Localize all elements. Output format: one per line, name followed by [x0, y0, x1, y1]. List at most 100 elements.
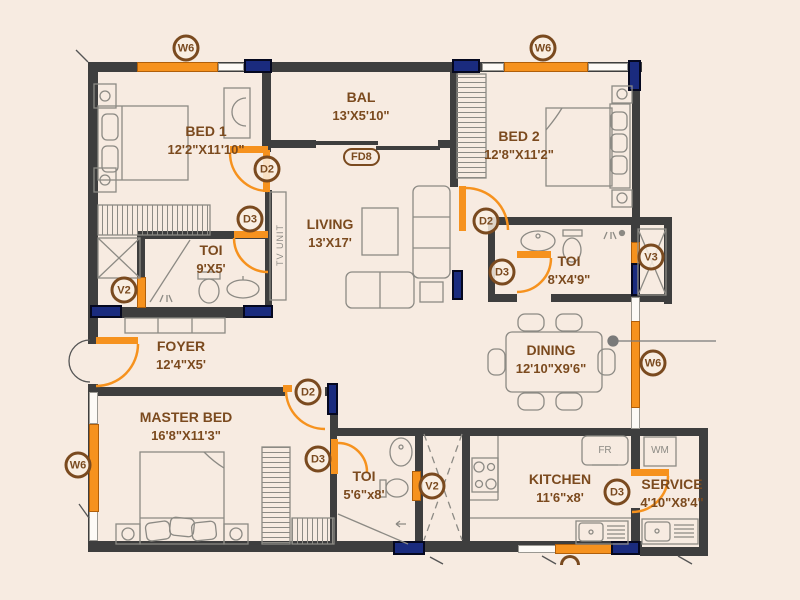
column: [631, 263, 640, 296]
column: [628, 60, 641, 91]
sink-icon: [575, 520, 629, 545]
sink-icon: [641, 518, 699, 545]
column: [90, 305, 122, 318]
door-toi-master: [331, 439, 369, 474]
wall: [488, 294, 517, 302]
door-toi-bed2: [516, 251, 553, 294]
column: [243, 305, 273, 318]
kitchen-fixtures: [470, 435, 631, 545]
wall: [420, 428, 708, 436]
doors-layer: [95, 146, 670, 514]
bed2-furniture: [456, 73, 633, 208]
window-marker-partial: [560, 555, 580, 565]
window-sill: [218, 63, 244, 71]
wardrobe-icon: [97, 204, 211, 236]
master-bed-furniture: [115, 446, 335, 545]
wall: [551, 294, 672, 302]
wardrobe-icon: [261, 446, 291, 545]
callout-line: [607, 335, 716, 347]
ventilator-marker-v2-toi-master: V2: [418, 472, 446, 500]
fridge-label: FR: [598, 445, 612, 456]
column: [393, 541, 425, 555]
door-marker-d2-bed2: D2: [472, 207, 500, 235]
wall: [631, 432, 640, 472]
wall: [88, 541, 642, 552]
column: [452, 59, 480, 73]
ventilator-window: [137, 277, 146, 308]
washing-machine-icon: [643, 436, 677, 467]
stove-icon: [471, 457, 499, 493]
door-master: [283, 385, 326, 431]
toi-master-fixtures: [337, 437, 413, 545]
folding-door-icon: [316, 141, 440, 150]
column: [327, 383, 338, 415]
window-marker-w6-bed1: W6: [172, 34, 200, 62]
window-sill: [482, 63, 504, 71]
door-service: [631, 469, 670, 514]
wall: [88, 307, 270, 318]
window-marker-w6-master: W6: [64, 451, 92, 479]
door-marker-d2-bed1: D2: [253, 155, 281, 183]
door-main-entry: [95, 337, 140, 388]
folding-door-label: FD8: [343, 148, 380, 166]
wall: [632, 72, 640, 228]
wall: [450, 62, 458, 187]
wall: [330, 432, 337, 542]
tv-unit-icon: [269, 191, 287, 301]
door-marker-d3-toi-master: D3: [304, 445, 332, 473]
dining-furniture: [487, 313, 616, 411]
window-marker-w6-dining: W6: [639, 349, 667, 377]
wall: [490, 217, 672, 225]
wall: [640, 547, 708, 556]
door-marker-d3-service: D3: [603, 478, 631, 506]
wall: [337, 428, 425, 436]
drawing-ticks: [68, 49, 693, 565]
window: [137, 62, 218, 72]
window-sill: [588, 63, 628, 71]
window-marker-w6-bed2: W6: [529, 34, 557, 62]
door-marker-d3-toi-bed2: D3: [488, 258, 516, 286]
ventilator-marker-v3-shaft: V3: [637, 243, 665, 271]
ventilator-marker-v2-toi-bed1: V2: [110, 276, 138, 304]
door-marker-d2-master: D2: [294, 378, 322, 406]
bed1-furniture: [93, 83, 251, 236]
door-toi-bed1: [232, 231, 269, 274]
wall: [88, 387, 285, 396]
door-marker-d3-toi-bed1: D3: [236, 205, 264, 233]
shaft: [423, 433, 463, 541]
foyer-rack: [124, 317, 226, 334]
wall: [137, 231, 145, 279]
column: [244, 59, 272, 73]
wall: [462, 432, 470, 542]
service-fixtures: [641, 436, 699, 545]
washing-machine-label: WM: [651, 445, 669, 456]
wall: [262, 62, 271, 152]
column: [452, 270, 463, 300]
tv-unit-label: TV UNIT: [275, 224, 285, 266]
wall: [664, 217, 672, 304]
toi-bed2-fixtures: [520, 229, 626, 263]
wall: [699, 430, 708, 551]
living-furniture: [269, 185, 451, 309]
wall: [488, 218, 495, 302]
wall: [631, 508, 640, 543]
wall: [88, 62, 642, 72]
toi-bed1-fixtures: [97, 237, 260, 304]
door-bed2: [459, 186, 510, 231]
window: [504, 62, 588, 72]
window-sill: [89, 392, 98, 424]
